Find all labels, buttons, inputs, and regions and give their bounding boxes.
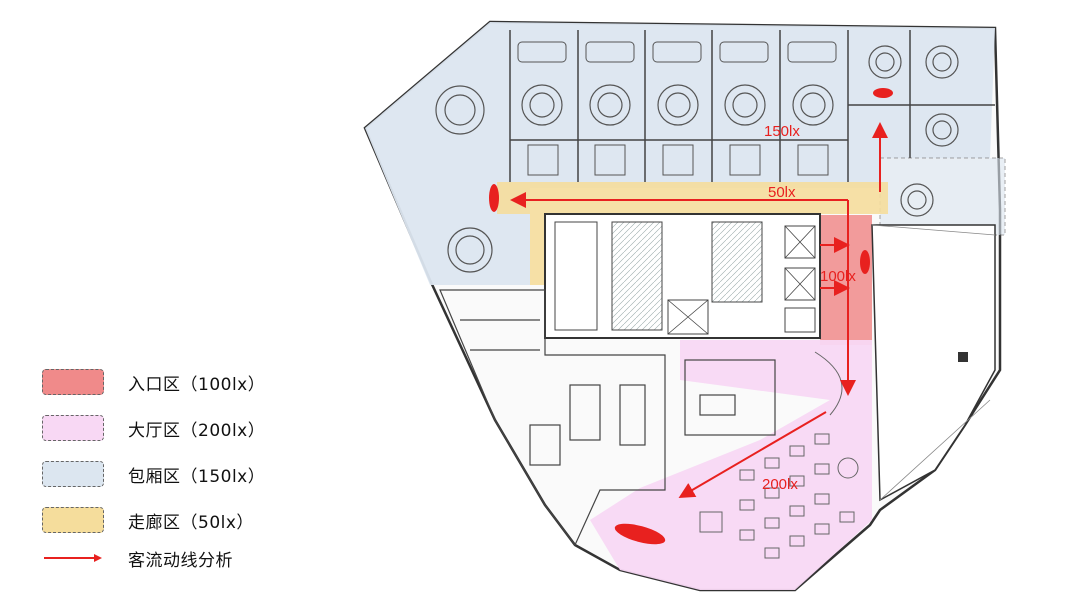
light-fixture	[614, 523, 666, 545]
light-fixture	[860, 250, 870, 274]
flow-arrows	[510, 122, 888, 499]
legend-item-entrance: 入口区（100lx）	[42, 368, 265, 396]
hall-zone	[590, 340, 872, 590]
legend-swatch-hall	[42, 415, 104, 441]
right-atrium	[871, 224, 996, 502]
lux-label-private-room: 150lx	[764, 123, 800, 140]
legend-label-entrance: 入口区（100lx）	[128, 374, 266, 395]
core-block	[544, 213, 821, 339]
legend-item-private-room: 包厢区（150lx）	[42, 460, 265, 488]
room-restrooms	[527, 144, 829, 176]
private-room-zone	[365, 22, 995, 285]
sofa-sets	[517, 41, 837, 63]
dining-tables	[435, 45, 959, 273]
light-fixture	[489, 184, 499, 212]
lux-label-corridor: 50lx	[768, 184, 796, 201]
corridor-zone	[497, 182, 888, 285]
legend-swatch-private-room	[42, 461, 104, 487]
legend-item-hall: 大厅区（200lx）	[42, 414, 265, 442]
legend-item-flow: 客流动线分析	[42, 546, 233, 571]
legend-swatch-corridor	[42, 507, 104, 533]
private-rooms-top	[509, 30, 995, 182]
legend-item-corridor: 走廊区（50lx）	[42, 506, 254, 534]
legend-label-private-room: 包厢区（150lx）	[128, 466, 266, 487]
private-room-zone-right	[879, 157, 1006, 236]
kitchen-area	[439, 289, 776, 547]
legend-label-corridor: 走廊区（50lx）	[128, 512, 254, 533]
light-fixture	[873, 88, 893, 98]
lux-label-hall: 200lx	[762, 476, 798, 493]
hall-seating	[699, 351, 859, 559]
legend-label-hall: 大厅区（200lx）	[128, 420, 266, 441]
flow-arrow-icon	[44, 554, 102, 562]
lux-label-entrance: 100lx	[820, 268, 856, 285]
legend-label-flow: 客流动线分析	[128, 550, 233, 571]
legend-swatch-entrance	[42, 369, 104, 395]
